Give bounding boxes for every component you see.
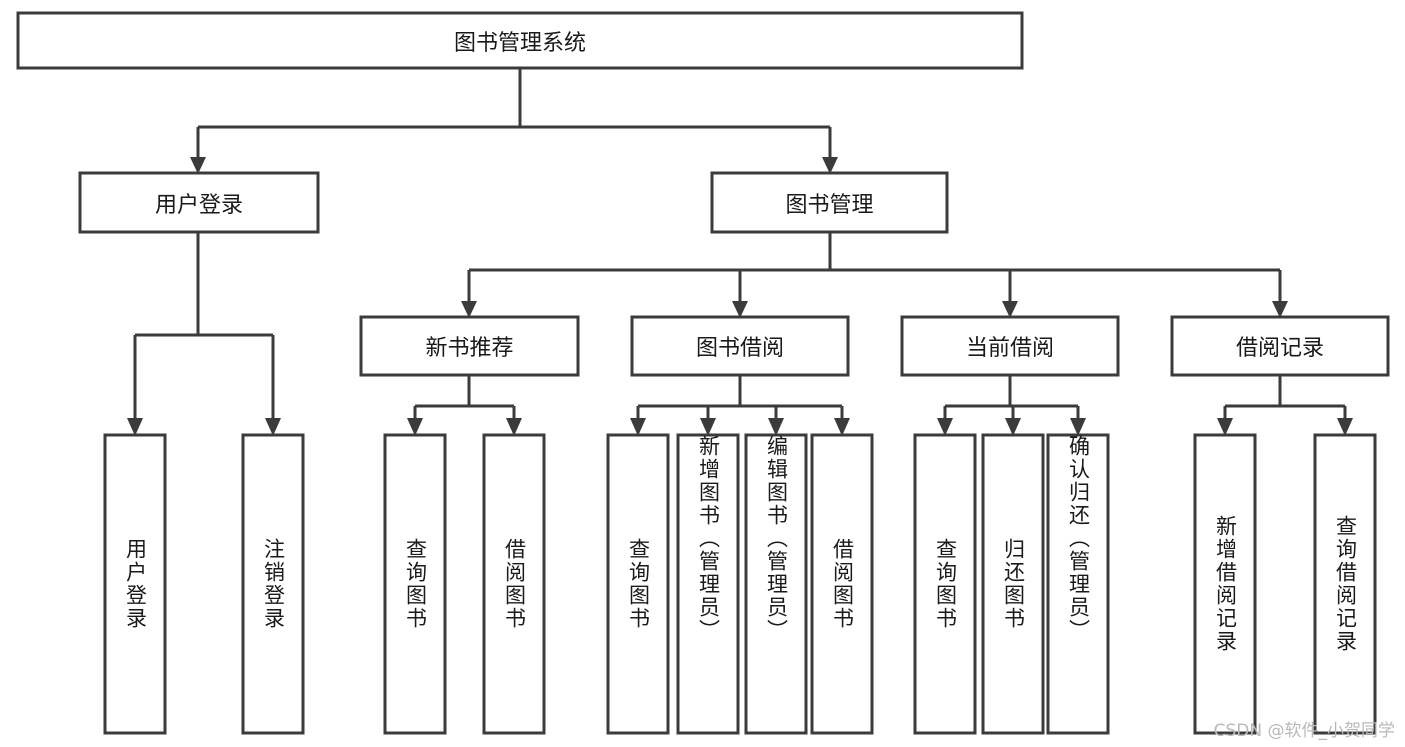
arrow-head-leaf-user-login	[127, 418, 143, 436]
connector-group-user-login	[127, 232, 281, 436]
node-box-user-login[interactable]	[78, 171, 320, 234]
node-box-leaf-current-confirm-return[interactable]	[1046, 433, 1110, 735]
connector-group-book-borrow	[630, 375, 850, 436]
node-box-borrow-record[interactable]	[1170, 315, 1390, 377]
arrow-head-rec-borrow-book	[506, 418, 522, 436]
node-box-leaf-rec-query-book[interactable]	[383, 433, 447, 735]
arrow-head-new-book-recommend	[461, 301, 477, 318]
node-box-leaf-borrow-query-book[interactable]	[606, 433, 670, 735]
node-box-new-book-recommend[interactable]	[359, 315, 580, 377]
arrow-head-borrow-record	[1272, 301, 1288, 318]
node-box-leaf-borrow-borrow-book[interactable]	[810, 433, 874, 735]
arrow-head-current-return-book	[1005, 418, 1021, 436]
arrow-head-current-confirm-return	[1070, 418, 1086, 436]
arrow-head-borrow-add-book	[700, 418, 716, 436]
node-box-leaf-record-query[interactable]	[1313, 433, 1377, 735]
node-box-leaf-rec-borrow-book[interactable]	[482, 433, 546, 735]
arrow-head-leaf-logout	[265, 418, 281, 436]
arrow-head-borrow-borrow-book	[834, 418, 850, 436]
arrow-head-record-add	[1217, 418, 1233, 436]
node-box-book-manage[interactable]	[710, 171, 949, 234]
connector-group-book-manage	[461, 232, 1288, 318]
node-box-leaf-record-add[interactable]	[1193, 433, 1257, 735]
arrow-head-current-borrow	[1002, 301, 1018, 318]
node-box-leaf-current-return-book[interactable]	[981, 433, 1045, 735]
node-box-leaf-current-query-book[interactable]	[913, 433, 977, 735]
node-boxes	[16, 11, 1390, 735]
arrow-head-borrow-edit-book	[768, 418, 784, 436]
node-box-leaf-user-login[interactable]	[103, 433, 167, 735]
node-box-root[interactable]	[16, 11, 1024, 70]
node-box-leaf-borrow-edit-book[interactable]	[744, 433, 808, 735]
connector-group-borrow-record	[1217, 375, 1353, 436]
arrow-head-record-query	[1337, 418, 1353, 436]
node-box-leaf-logout[interactable]	[241, 433, 305, 735]
arrow-head-book-borrow	[732, 301, 748, 318]
connector-group-root	[190, 68, 838, 174]
connector-group-new-book-recommend	[407, 375, 522, 436]
node-box-current-borrow[interactable]	[900, 315, 1120, 377]
arrow-head-rec-query-book	[407, 418, 423, 436]
arrow-head-user-login	[190, 157, 206, 174]
arrow-head-current-query-book	[937, 418, 953, 436]
arrow-head-book-manage	[822, 157, 838, 174]
node-box-book-borrow[interactable]	[630, 315, 850, 377]
arrow-head-borrow-query-book	[630, 418, 646, 436]
node-box-leaf-borrow-add-book[interactable]	[676, 433, 740, 735]
connector-group-current-borrow	[937, 375, 1086, 436]
